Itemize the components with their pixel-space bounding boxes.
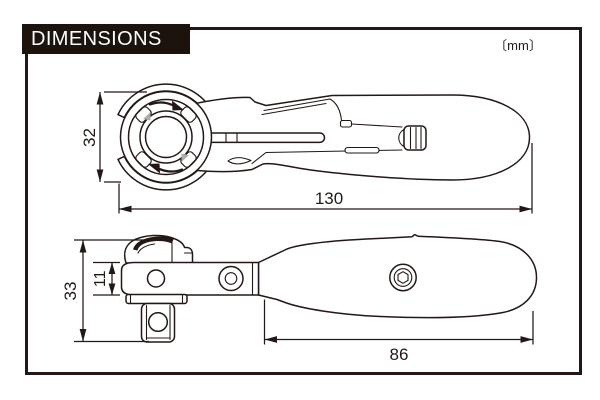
yoke-leaf-detail [227,157,252,165]
grip-top-details [227,98,403,165]
unit-label: 〔mm〕 [494,38,542,53]
dimension-32-label: 32 [80,128,99,147]
rotation-arrow-clockwise-top [148,100,184,111]
ratchet-body-bar [120,261,260,296]
dimension-overall-height-33: 33 [61,239,149,343]
drive-flange [125,293,188,305]
dimension-130-label: 130 [315,189,343,208]
rotation-marker-gray-top [143,112,151,121]
page-title: DIMENSIONS [31,28,162,50]
slider-button [398,125,427,151]
dimension-86-label: 86 [390,345,409,364]
dimension-11-label: 11 [92,270,109,287]
ratchet-ring-notches [135,106,197,168]
side-view [120,233,538,343]
grip-bump-bottom [344,146,380,154]
rotation-arrow-clockwise-bottom [148,163,184,174]
head-ring-circle [127,98,205,176]
dimension-grip-length-86: 86 [263,299,534,364]
dimension-head-thickness-11: 11 [92,261,120,296]
title-box: DIMENSIONS [22,24,190,54]
lever-bar [197,132,326,144]
square-drive [140,302,176,343]
handle-grip-top-outline [192,94,531,181]
dimension-head-diameter-32: 32 [80,91,147,183]
grip-notch-top [339,119,353,128]
grip-hex-screw [389,263,417,292]
dimension-33-label: 33 [61,282,80,301]
dimension-annotations: 32 130 33 11 [61,91,534,364]
bar-pin-hole [146,269,166,288]
bar-rivet-outer [218,265,244,292]
bar-rivet-inner [224,272,238,285]
top-view [117,83,531,191]
drawing-frame-border [25,27,582,375]
socket-ring-circle [139,110,193,164]
socket-bore-circle [144,115,188,159]
head-outer-circle [119,90,213,184]
dimension-overall-length-130: 130 [118,143,533,214]
rotation-marker-gray-bottom [181,153,189,162]
lever-bar-ticks [225,132,238,143]
drive-pin-hole [147,311,169,333]
